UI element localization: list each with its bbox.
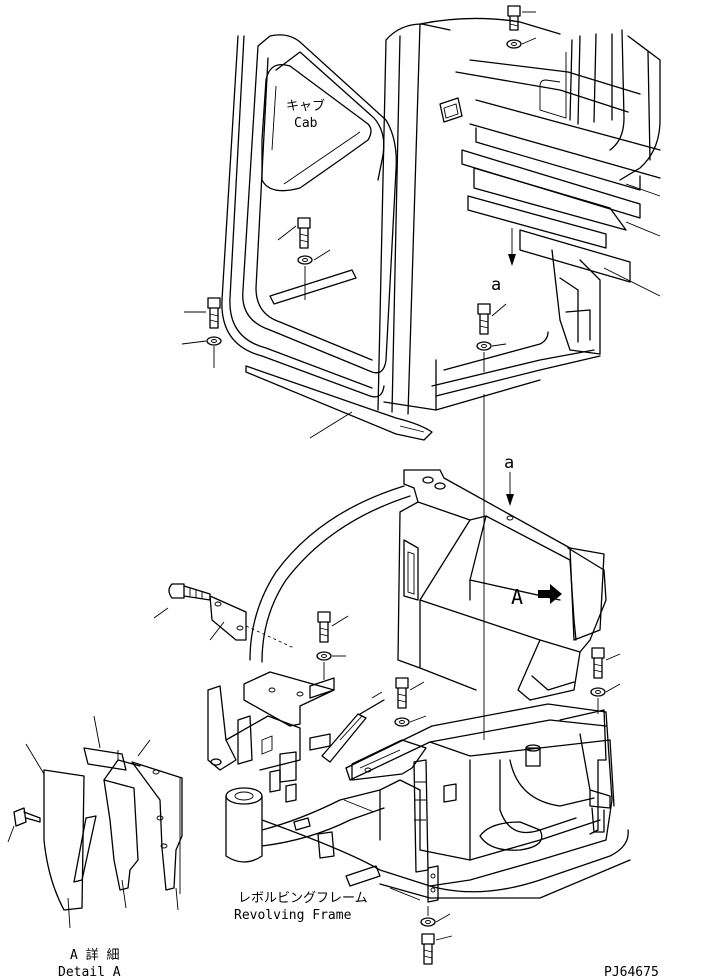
frame-label-jp: レボルビングフレーム xyxy=(238,891,368,906)
view-arrow xyxy=(538,584,562,604)
frame-bolt-right xyxy=(590,647,621,714)
ref-arrow-lower xyxy=(506,472,514,506)
frame-bolt-bottom xyxy=(420,906,453,965)
drawing-id: PJ64675 xyxy=(604,965,659,979)
detail-a-view xyxy=(7,715,183,929)
cab-label-en: Cab xyxy=(294,116,318,131)
frame-bolt-middle-left xyxy=(316,611,349,680)
view-marker-label: A xyxy=(511,585,523,609)
frame-label-en: Revolving Frame xyxy=(234,908,352,923)
frame-bolt-middle xyxy=(394,677,427,727)
detail-panel-right xyxy=(538,547,605,641)
ref-arrow-upper xyxy=(508,228,516,266)
leader-lines-right xyxy=(603,183,661,297)
cab-label-jp: キャブ xyxy=(286,98,325,114)
detail-label-en: Detail A xyxy=(58,965,121,979)
hinge-bolt-bracket xyxy=(153,583,295,649)
cab-assembly xyxy=(221,17,661,441)
detail-label-jp: A 詳 細 xyxy=(70,947,119,963)
cab-bolt-top xyxy=(506,5,537,49)
cab-bolt-center xyxy=(476,303,507,372)
ref-label-a-upper: a xyxy=(491,275,501,295)
leader-step xyxy=(343,799,375,813)
revolving-frame-assembly xyxy=(207,469,631,903)
cab-bolt-left-upper xyxy=(277,217,331,300)
ref-label-a-lower: a xyxy=(504,453,514,473)
cab-bolt-left xyxy=(181,297,222,368)
